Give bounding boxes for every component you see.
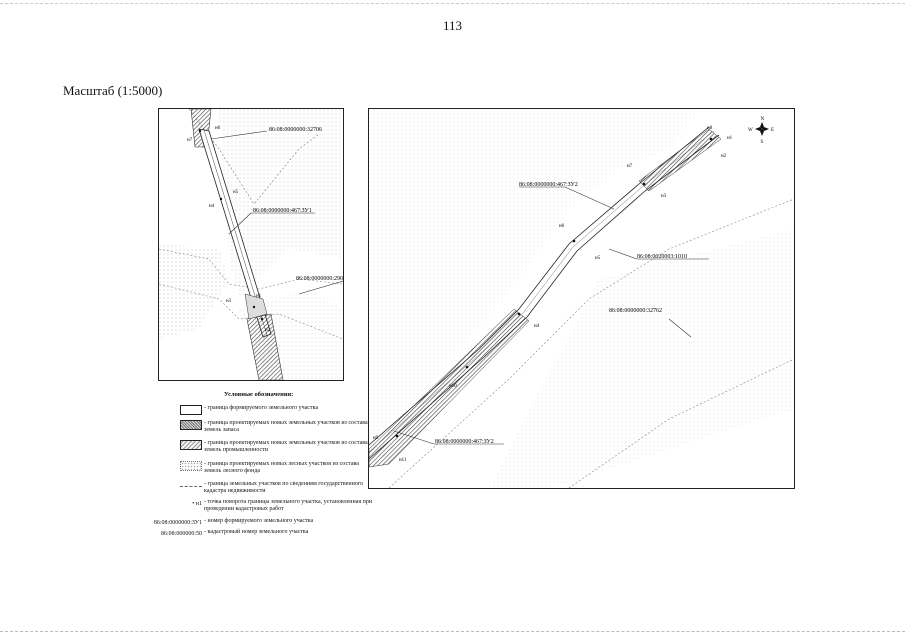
top-border (0, 3, 905, 4)
point-label: н1 (256, 294, 262, 299)
compass-icon: N S W E (748, 117, 774, 145)
parcel-label: 86:08:0000000:290 (296, 276, 343, 282)
new-parcel-swatch (180, 405, 202, 415)
compass-east: E (771, 128, 774, 133)
parcel-label: 86:08:0000000:32706 (269, 127, 322, 133)
turn-point (198, 129, 202, 133)
cadastre-boundary (388, 198, 794, 488)
reserve-swatch (180, 420, 202, 430)
turn-point (465, 365, 469, 369)
parcel-label: 86:08:0000000:32762 (609, 308, 662, 314)
point-label: н5 (595, 256, 601, 261)
right-map-frame: н8 н7 н6 н5 н4 н3 н2 н1 н9 н10 н11 86:08… (368, 108, 795, 489)
point-label: н4 (209, 204, 215, 209)
point-label: н3 (226, 299, 232, 304)
point-label: н9 (373, 436, 379, 441)
turn-point (642, 182, 646, 186)
point-label: н6 (559, 224, 565, 229)
forest-area (369, 109, 699, 449)
forest-area (159, 244, 229, 339)
point-label: н2 (265, 328, 271, 333)
cadastre-boundary (568, 358, 794, 488)
legend-title: Условные обозначения: (224, 391, 294, 398)
leader-line (608, 248, 638, 260)
parcel-label: 86:08:0000000:467:ЗУ1 (253, 208, 312, 214)
leader-line (228, 212, 252, 235)
industry-swatch (180, 440, 202, 450)
reserve-strip (246, 313, 284, 380)
turn-point (572, 239, 576, 243)
new-parcel-number-swatch: 86:08:0000000:ЗУ1 (153, 519, 202, 526)
leader-line (564, 186, 615, 210)
page-number: 113 (442, 18, 463, 33)
turn-point (517, 312, 521, 316)
turn-point (395, 434, 399, 438)
point-label: н11 (399, 458, 407, 463)
right-map-canvas: н8 н7 н6 н5 н4 н3 н2 н1 н9 н10 н11 86:08… (369, 109, 794, 488)
forest-area (489, 229, 794, 488)
point-label: н1 (727, 136, 733, 141)
corridor-axis (369, 130, 715, 453)
point-label: н4 (534, 324, 540, 329)
turn-point (219, 197, 223, 201)
parcel-label: 86:08:0000000:467:ЗУ2 (519, 182, 578, 188)
point-label: н8 (707, 126, 713, 131)
compass-west: W (748, 128, 753, 133)
point-label: н5 (233, 190, 239, 195)
parcel-corridor (369, 126, 710, 446)
turn-point-swatch: • н1 (192, 500, 202, 507)
forest-area (219, 109, 343, 299)
point-label: н10 (449, 384, 457, 389)
point-label: н7 (627, 164, 633, 169)
point-label: н7 (187, 138, 193, 143)
parcel-label: 86:08:0000000:467:ЗУ2 (435, 439, 494, 445)
leader-line (668, 318, 692, 338)
left-map-frame: н7 н6 н5 н4 н3 н2 н1 86:08:0000000:32706… (158, 108, 344, 381)
industry-strip (244, 293, 268, 320)
forest-swatch (180, 461, 202, 471)
cadastre-boundary (159, 283, 343, 340)
compass-south: S (761, 140, 764, 145)
compass-north: N (761, 117, 765, 122)
point-label: н6 (215, 126, 221, 131)
parcel-corridor (369, 134, 720, 460)
bottom-border (0, 631, 905, 632)
cadastral-number-swatch: 86:08:000000:50 (160, 530, 202, 537)
turn-point (260, 317, 264, 321)
left-map-canvas: н7 н6 н5 н4 н3 н2 н1 86:08:0000000:32706… (159, 109, 343, 380)
parcel-label: 86:08:0020003:1010 (637, 254, 687, 260)
cadastre-line-swatch (180, 485, 202, 487)
leader-line (210, 130, 268, 140)
turn-point (709, 137, 713, 141)
turn-point (252, 305, 256, 309)
leader-line (393, 430, 435, 445)
point-label: н2 (721, 154, 727, 159)
leader-line (298, 280, 343, 295)
scale-label: Масштаб (1:5000) (63, 83, 163, 98)
point-label: н3 (661, 194, 667, 199)
